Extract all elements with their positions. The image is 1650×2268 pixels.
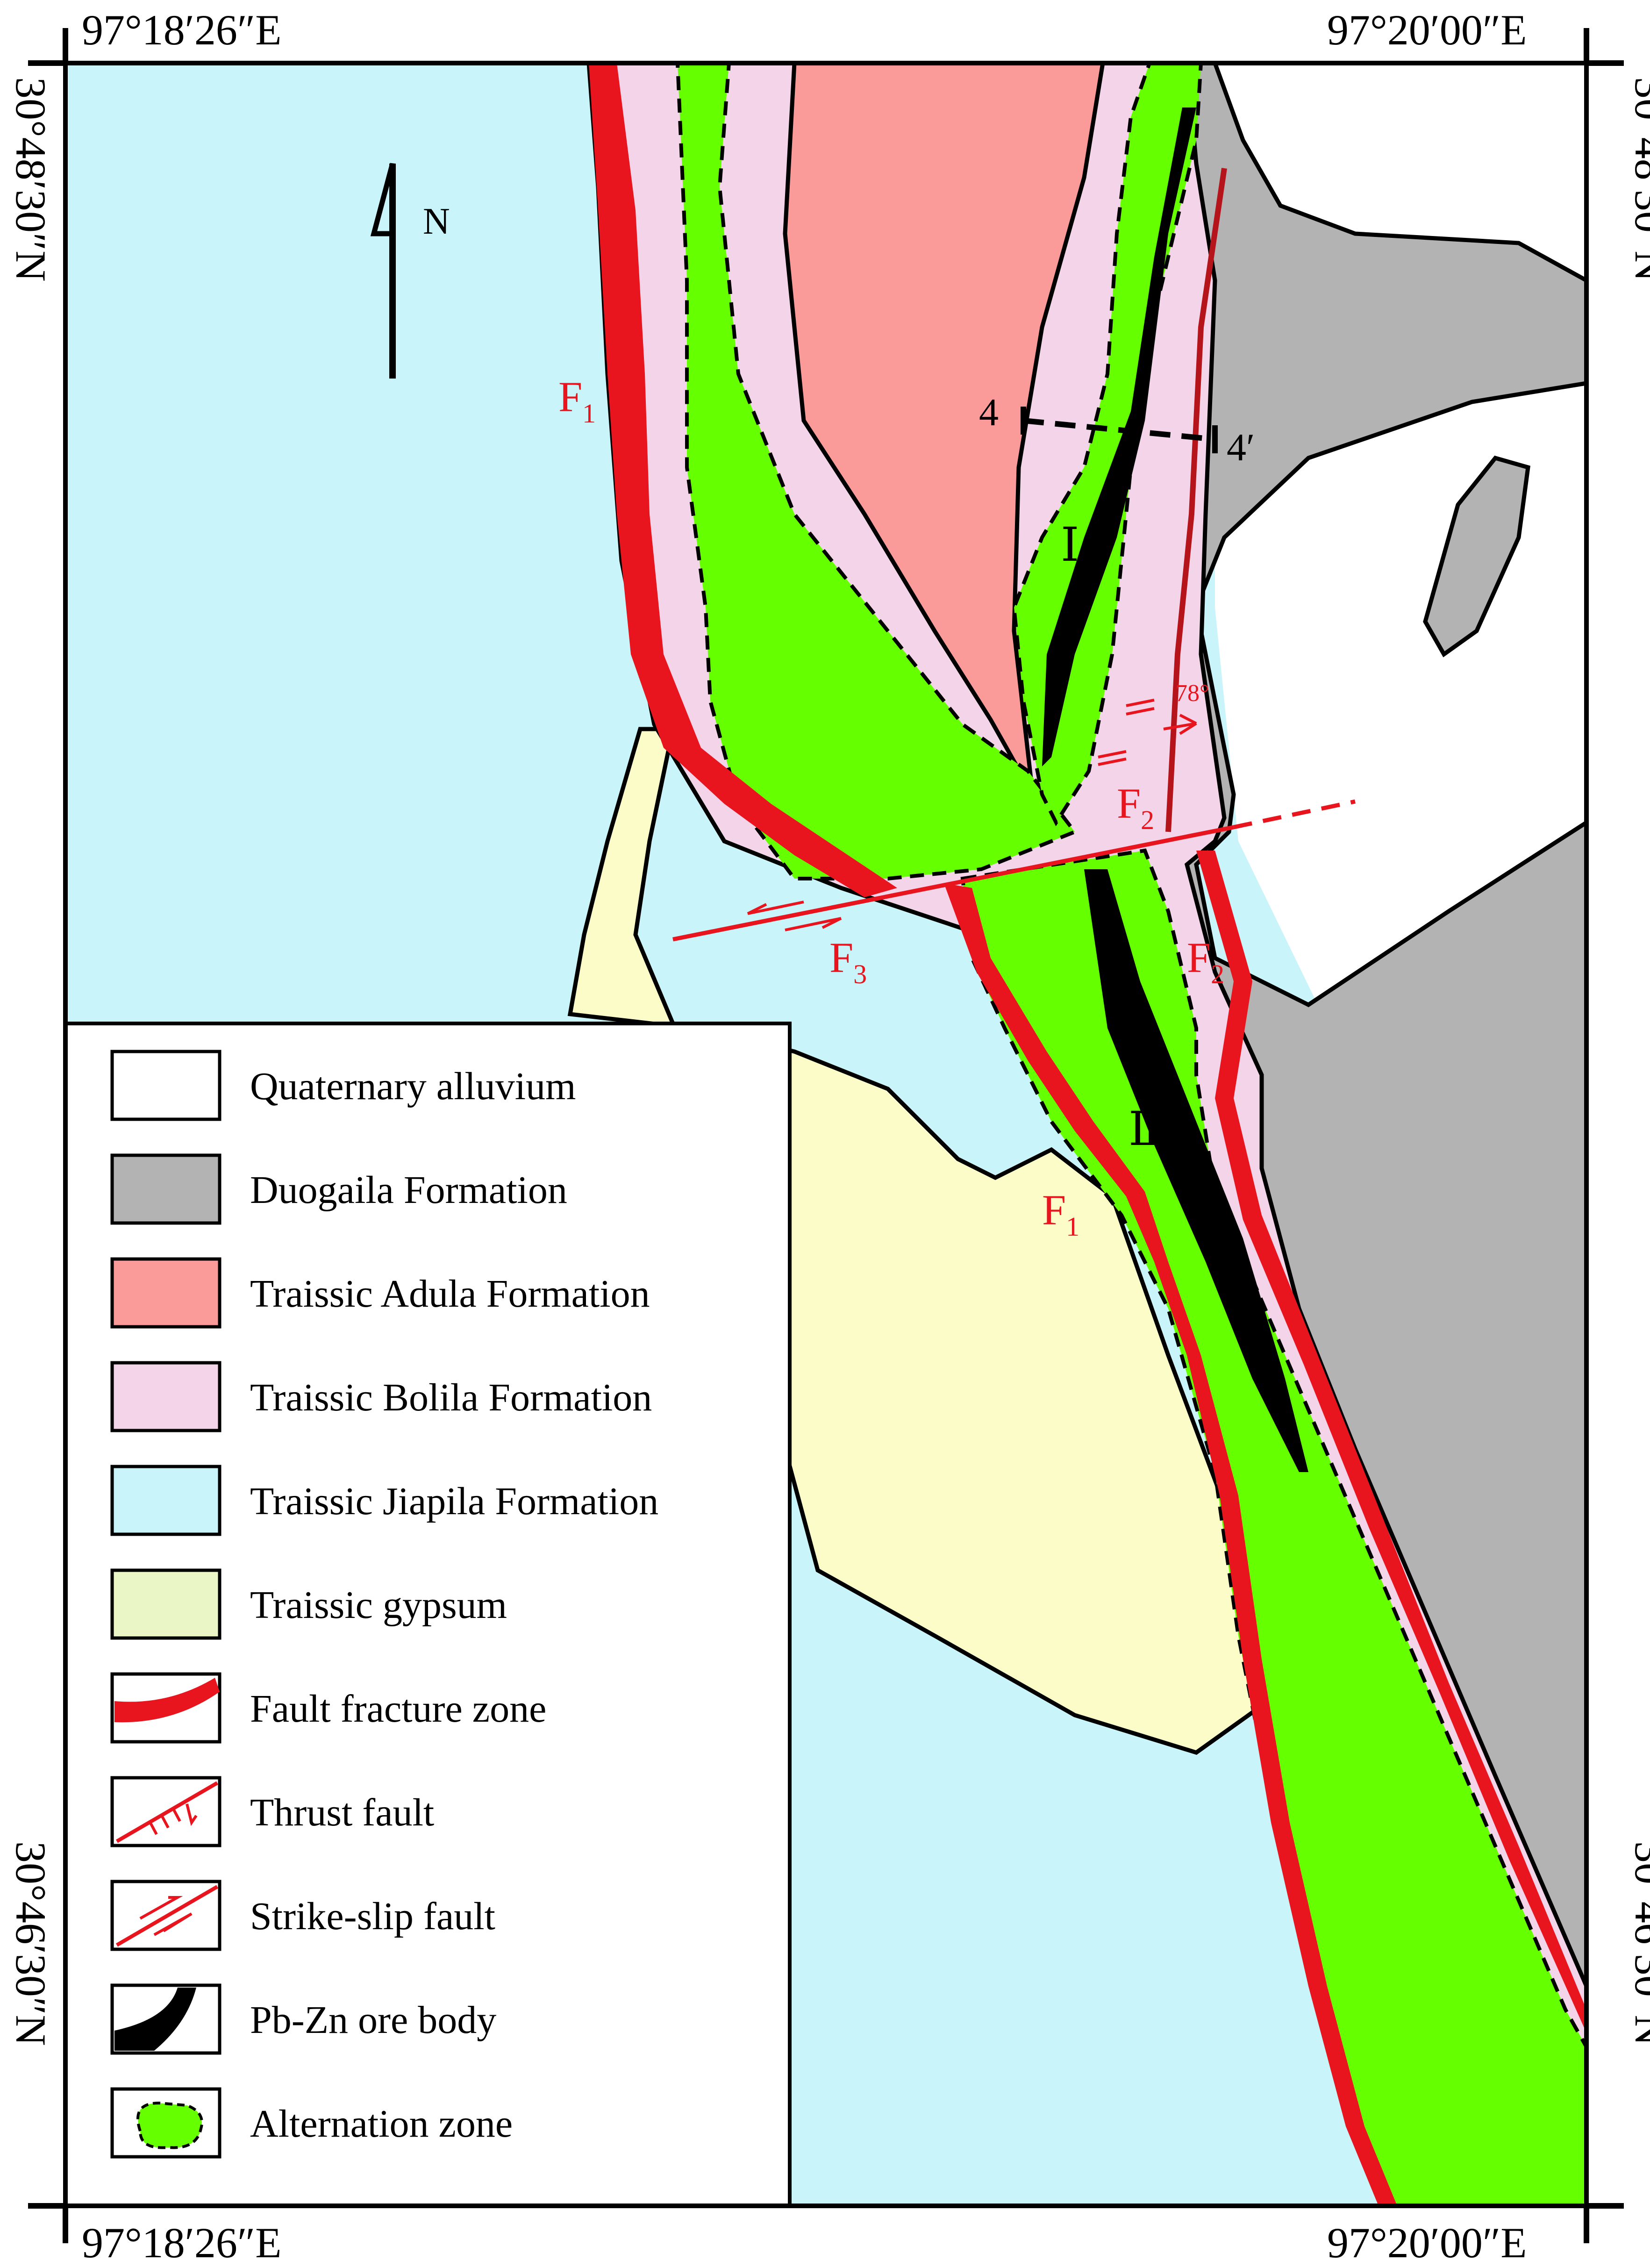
legend-label-duogaila: Duogaila Formation (250, 1168, 567, 1212)
fault-fracture-zone-f1-upper (589, 63, 897, 897)
legend-label-quaternary: Quaternary alluvium (250, 1065, 576, 1108)
north-arrow-label: N (423, 201, 450, 242)
strike-slip-fault-f3-extension (1233, 799, 1356, 830)
legend-swatch-strike-slip (110, 1880, 221, 1951)
legend-swatch-duogaila (110, 1153, 221, 1225)
orebody-label-2: Ⅱ (1129, 1103, 1160, 1155)
coord-top-left: 97°18′26″E (82, 6, 281, 54)
legend: Quaternary alluvium Duogaila Formation T… (64, 1022, 792, 2208)
duogaila-island (1423, 455, 1530, 658)
fault-f2-upper-line (1165, 168, 1227, 832)
alteration-zone-left (675, 61, 1078, 880)
coord-right-lower: 30°46′30″N (1626, 1841, 1650, 2046)
north-arrow: N (370, 163, 450, 379)
legend-swatch-bolila (110, 1361, 221, 1432)
strike-slip-arrows (747, 901, 842, 931)
coord-bottom-left: 97°18′26″E (82, 2219, 281, 2267)
orebody-label-1: Ⅰ (1061, 519, 1079, 571)
section-label-end: 4′ (1227, 426, 1255, 469)
section-label-start: 4 (979, 391, 999, 434)
fault-fracture-zone-f1-lower (944, 883, 1397, 2206)
legend-swatch-thrust-fault (110, 1776, 221, 1847)
fault-label-f2-lower: F2 (1187, 934, 1224, 989)
fault-label-f1-upper: F1 (558, 373, 596, 429)
legend-swatch-fault-zone (110, 1672, 221, 1744)
legend-swatch-ore-body (110, 1983, 221, 2055)
legend-swatch-alteration (110, 2087, 221, 2159)
fault-label-f1-lower: F1 (1042, 1186, 1079, 1242)
dip-angle-label: 78° (1175, 680, 1209, 707)
legend-label-thrust-fault: Thrust fault (250, 1791, 434, 1834)
coord-left-upper: 30°48′30″N (7, 77, 55, 282)
fault-label-f2-upper: F2 (1117, 780, 1154, 835)
coord-top-right: 97°20′00″E (1327, 6, 1527, 54)
legend-swatch-adula (110, 1257, 221, 1329)
legend-label-jiapila: Traissic Jiapila Formation (250, 1480, 658, 1523)
legend-label-strike-slip: Strike-slip fault (250, 1895, 495, 1938)
section-line-4 (1021, 407, 1218, 453)
coord-bottom-right: 97°20′00″E (1327, 2219, 1527, 2267)
pb-zn-ore-body-2 (1084, 869, 1308, 1472)
coord-left-lower: 30°46′30″N (7, 1841, 55, 2046)
coord-right-upper: 30°48′30″N (1626, 77, 1650, 282)
legend-swatch-jiapila (110, 1465, 221, 1536)
map-frame (63, 61, 1589, 2208)
pb-zn-ore-body-1 (1042, 107, 1196, 766)
legend-swatch-quaternary (110, 1050, 221, 1121)
north-arrow-head (370, 163, 395, 236)
frame-ticks (28, 28, 1624, 2243)
legend-label-gypsum: Traissic gypsum (250, 1583, 507, 1627)
thrust-dip-symbol (1098, 699, 1197, 766)
fault-label-f3: F3 (829, 934, 867, 989)
legend-label-bolila: Traissic Bolila Formation (250, 1376, 652, 1419)
legend-label-ore-body: Pb-Zn ore body (250, 1998, 496, 2042)
legend-label-alteration: Alternation zone (250, 2102, 513, 2146)
strike-slip-fault-f3 (672, 825, 1234, 942)
fault-fracture-zone-f2 (1196, 851, 1586, 2033)
legend-swatch-gypsum (110, 1568, 221, 1640)
legend-label-fault-zone: Fault fracture zone (250, 1687, 546, 1731)
legend-label-adula: Traissic Adula Formation (250, 1272, 650, 1316)
